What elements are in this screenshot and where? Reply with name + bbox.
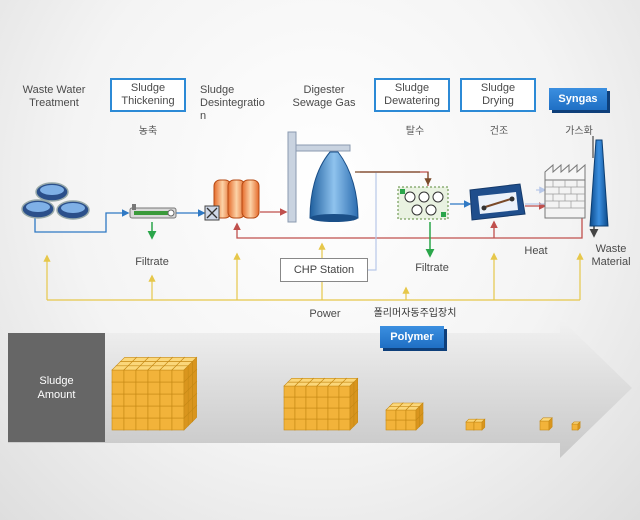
sludge-dewatering-box: Sludge Dewatering — [374, 78, 450, 112]
waste-water-label: Waste Water Treatment — [22, 84, 86, 109]
sludge-amount-box: Sludge Amount — [8, 333, 105, 442]
sludge-thickening-box: Sludge Thickening — [110, 78, 186, 112]
sludge-flow-lines — [34, 200, 472, 233]
sludge-block — [571, 421, 581, 431]
sludge-block — [171, 365, 189, 383]
waste-water-basins-icon — [21, 182, 90, 220]
filtrate-label-2: Filtrate — [415, 262, 449, 274]
syngas-kr-label: 가스화 — [565, 126, 593, 137]
sludge-block — [405, 405, 421, 421]
digester-tank-icon — [287, 131, 359, 223]
sludge-block — [473, 418, 486, 431]
polymer-kr-label: 폴리머자동주입장치 — [373, 308, 457, 319]
filtrate-label-1: Filtrate — [135, 256, 169, 268]
heat-label: Heat — [524, 245, 548, 257]
sludge-block — [539, 417, 553, 431]
chp-station-box: CHP Station — [280, 258, 368, 282]
syngas-badge: Syngas — [549, 88, 607, 110]
sludge-drying-box: Sludge Drying — [460, 78, 536, 112]
drying-kr-label: 건조 — [489, 126, 509, 137]
gasification-plant-icon — [544, 139, 609, 227]
disintegration-label: Sludge Desintegratio n — [200, 84, 265, 122]
waste-material-label: Waste Material — [591, 243, 631, 268]
digester-label: Digester Sewage Gas — [292, 84, 356, 109]
dryer-icon — [469, 183, 526, 221]
disintegration-tanks-icon — [204, 179, 260, 221]
dewatering-kr-label: 탈수 — [405, 126, 425, 137]
sludge-block — [338, 381, 355, 398]
thickening-kr-label: 농축 — [138, 126, 158, 137]
dewatering-press-icon — [397, 186, 449, 220]
power-label: Power — [309, 308, 341, 320]
thickening-screw-icon — [129, 204, 177, 219]
polymer-badge: Polymer — [380, 326, 444, 348]
